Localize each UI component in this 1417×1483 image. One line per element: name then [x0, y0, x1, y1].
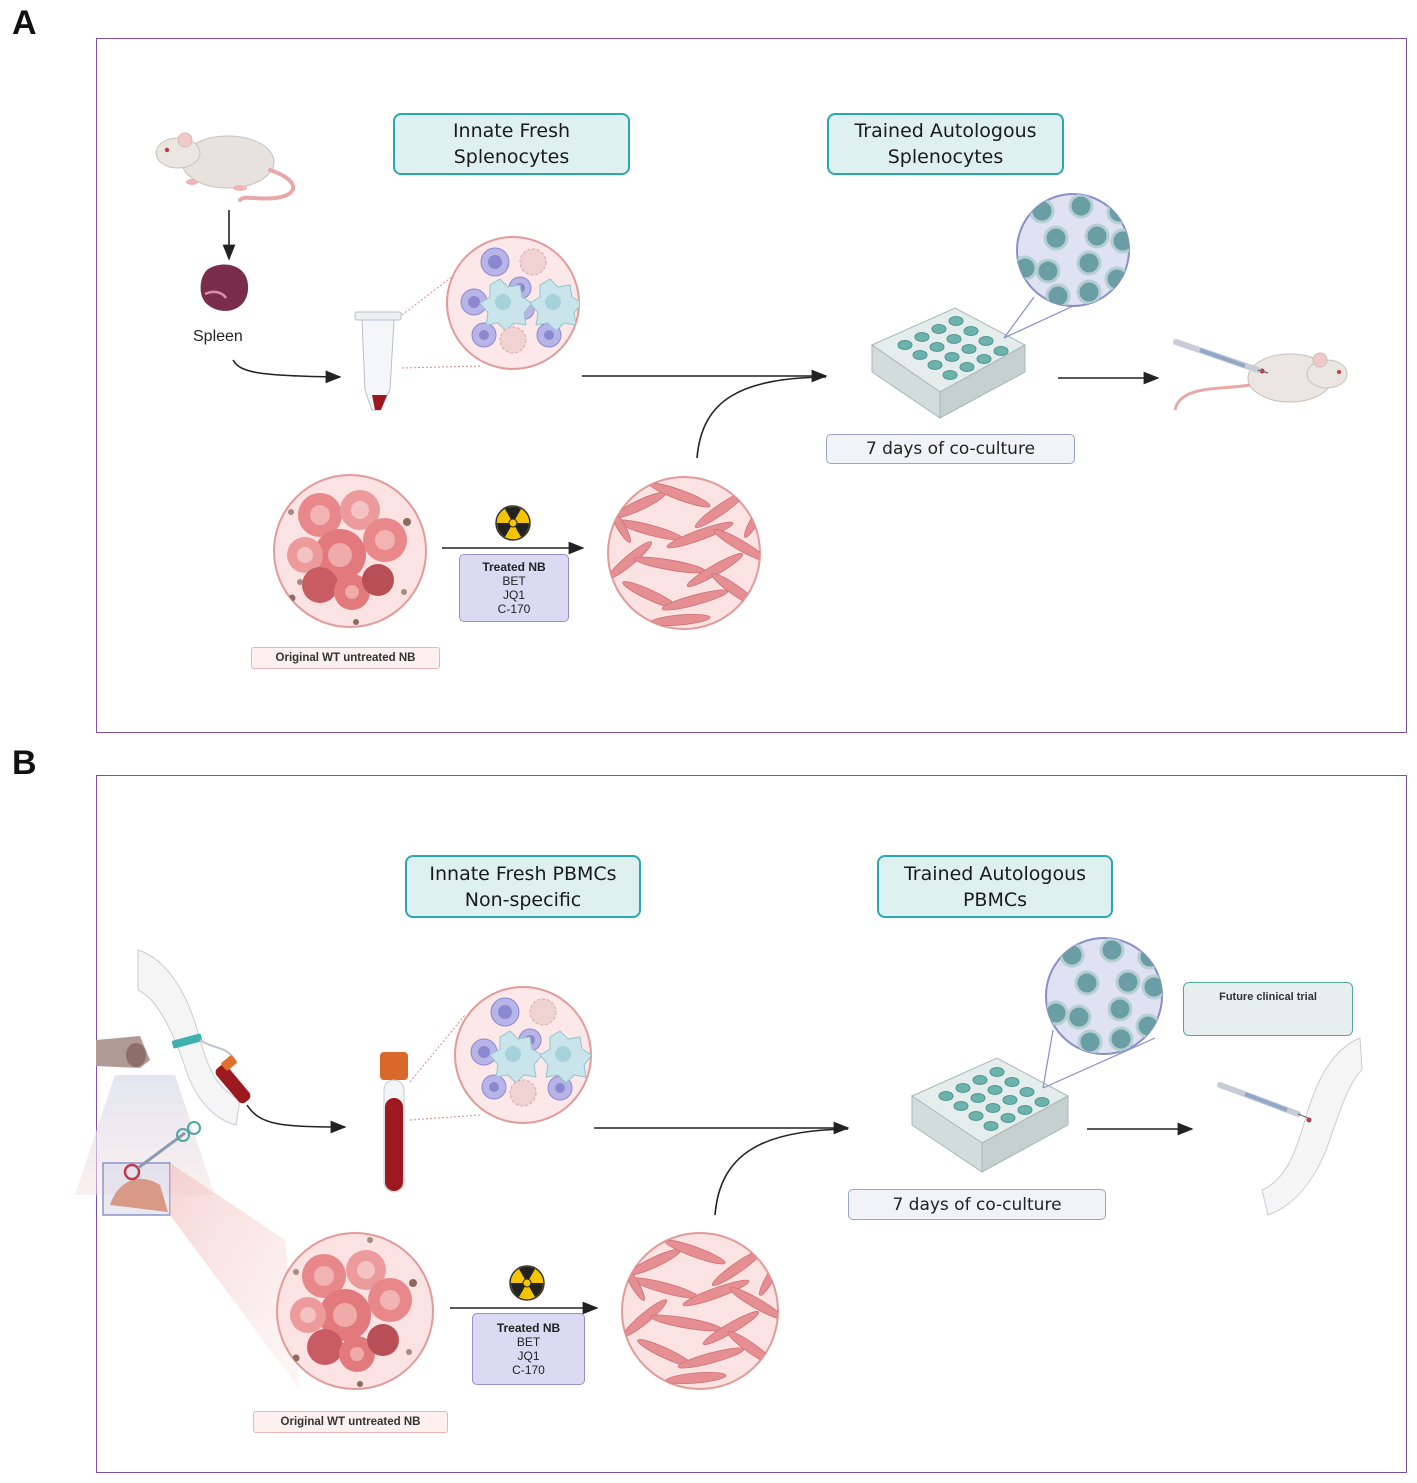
treatment-item: C-170 — [497, 602, 531, 616]
treatment-box-a: Treated NB BET JQ1 C-170 — [459, 554, 569, 622]
spleen-label: Spleen — [193, 328, 243, 345]
trained-title-line1: Trained Autologous — [854, 120, 1037, 142]
future-clinical-trial-box: Future clinical trial — [1183, 982, 1353, 1036]
treatment-item: BET — [516, 1335, 541, 1349]
nb-label-b: Original WT untreated NB — [253, 1411, 448, 1433]
nb-label-a: Original WT untreated NB — [251, 647, 440, 669]
innate-title-line1: Innate Fresh PBMCs — [429, 862, 617, 885]
panel-a-frame — [96, 38, 1407, 733]
trained-title-line2: Splenocytes — [887, 146, 1004, 168]
trained-title-line2: PBMCs — [962, 888, 1028, 911]
trained-pbmc-title: Trained Autologous PBMCs — [877, 855, 1113, 918]
innate-title-line2: Splenocytes — [453, 146, 570, 168]
coculture-label-a: 7 days of co-culture — [826, 434, 1075, 464]
trained-title-line1: Trained Autologous — [903, 862, 1087, 885]
panel-b-frame — [96, 775, 1407, 1473]
treatment-title: Treated NB — [496, 1321, 561, 1335]
innate-pbmc-title: Innate Fresh PBMCs Non-specific — [405, 855, 641, 918]
treatment-box-b: Treated NB BET JQ1 C-170 — [472, 1313, 585, 1385]
panel-b-letter: B — [12, 744, 37, 782]
innate-splenocytes-title: Innate Fresh Splenocytes — [393, 113, 630, 175]
trained-splenocytes-title: Trained Autologous Splenocytes — [827, 113, 1064, 175]
treatment-item: BET — [502, 574, 526, 588]
innate-title-line2: Non-specific — [464, 888, 582, 911]
treatment-item: JQ1 — [517, 1349, 540, 1363]
treatment-title: Treated NB — [482, 560, 546, 574]
treatment-item: JQ1 — [502, 588, 525, 602]
innate-title-line1: Innate Fresh — [452, 120, 571, 142]
coculture-label-b: 7 days of co-culture — [848, 1189, 1106, 1220]
panel-a-letter: A — [12, 4, 37, 42]
treatment-item: C-170 — [512, 1363, 545, 1377]
